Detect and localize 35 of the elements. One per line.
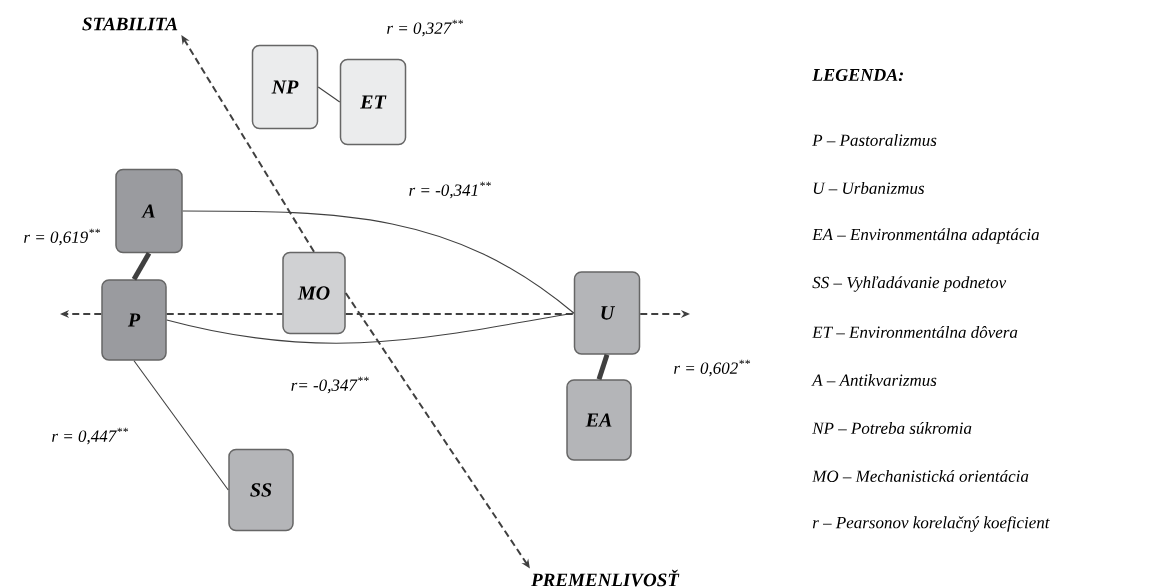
- construct-box: U: [573, 271, 641, 355]
- construct-box: NP: [251, 44, 319, 130]
- legend-heading: LEGENDA:: [812, 68, 903, 82]
- axis-label: STABILITA: [82, 17, 178, 31]
- legend-entry: r – Pearsonov korelačný koeficient: [812, 516, 1050, 532]
- connector: [133, 360, 229, 491]
- construct-box: ET: [339, 58, 407, 146]
- construct-box: A: [115, 168, 183, 254]
- construct-box: SS: [228, 448, 294, 532]
- legend-entry: SS – Vyhľadávanie podnetov: [812, 276, 1007, 292]
- legend-entry: ET – Environmentálna dôvera: [812, 326, 1018, 338]
- connector: [596, 354, 610, 381]
- edge-label: r = 0,619$^{**}$: [24, 228, 101, 246]
- connector: [131, 252, 152, 281]
- legend-entry: P – Pastoralizmus: [812, 134, 937, 146]
- connector: [344, 313, 575, 315]
- legend-entry: NP – Potreba súkromia: [812, 422, 972, 434]
- connector: [165, 313, 284, 315]
- construct-box: MO: [282, 251, 346, 335]
- connector: [182, 210, 575, 314]
- edge-label: r= -0,347$^{**}$: [291, 376, 369, 394]
- axis-label: PREMENLIVOSŤ: [531, 569, 680, 587]
- edge-label: r = 0,602$^{**}$: [674, 359, 751, 377]
- construct-box: EA: [566, 379, 632, 461]
- legend-entry: EA – Environmentálna adaptácia: [812, 228, 1039, 244]
- connector: [166, 312, 575, 344]
- construct-box: P: [101, 279, 167, 361]
- connector: [317, 86, 341, 103]
- edge-label: r = -0,341$^{**}$: [409, 181, 491, 199]
- legend-entry: A – Antikvarizmus: [811, 374, 937, 386]
- dashed-arrow: [181, 35, 315, 253]
- edge-label: r = 0,327$^{**}$: [387, 19, 464, 37]
- legend-entry: MO – Mechanistická orientácia: [812, 470, 1029, 482]
- legend-entry: U – Urbanizmus: [813, 182, 925, 194]
- edge-label: r = 0,447$^{**}$: [52, 427, 129, 445]
